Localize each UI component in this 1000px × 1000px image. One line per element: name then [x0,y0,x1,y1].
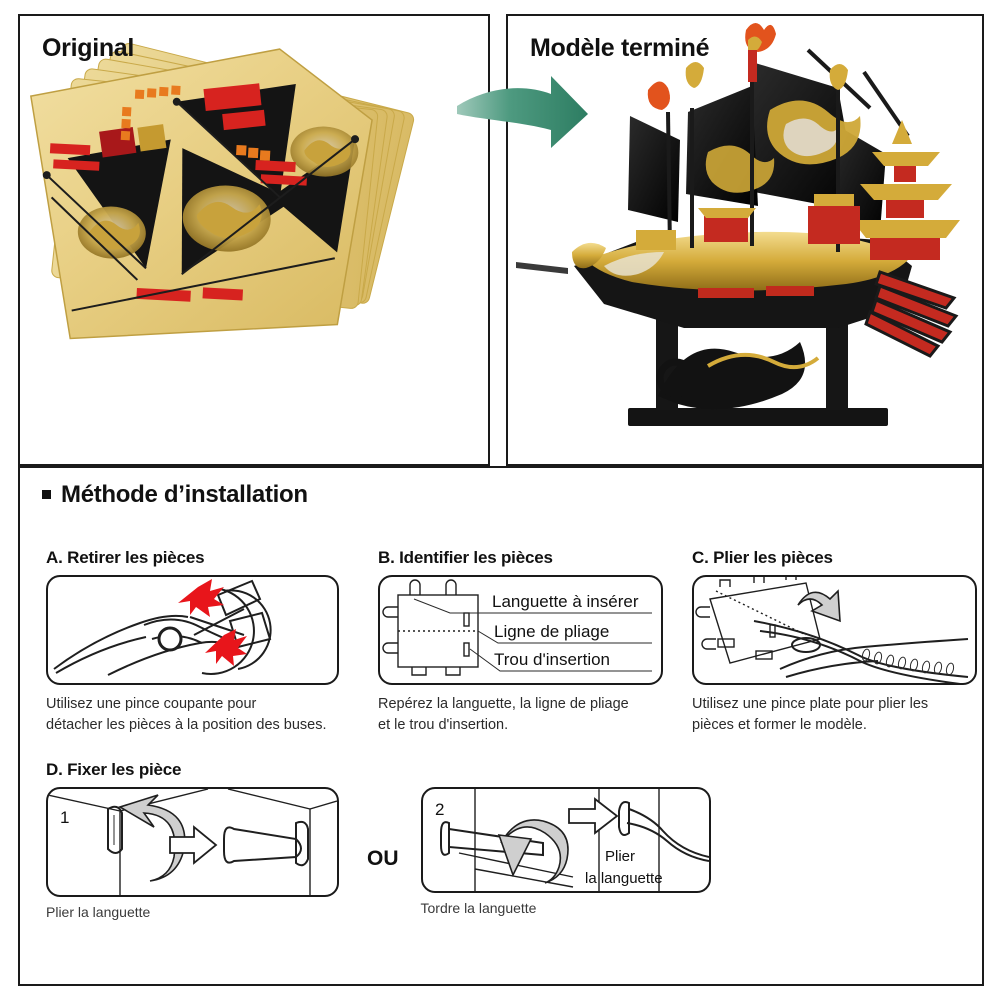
panel-instructions: Méthode d’installation [18,466,984,986]
panel-finished: Modèle terminé [506,14,984,466]
instructions-heading: Méthode d’installation [42,481,308,509]
step-d-option-1-caption: Plier la languette [46,904,151,920]
panel-finished-title: Modèle terminé [530,34,710,62]
step-d-title: D. Fixer les pièce [46,760,182,779]
flat-pliers-icon [695,577,969,683]
ship-hull [516,231,912,328]
step-d-option-2-inline-label-2: la languette [585,870,663,887]
step-d: D. Fixer les pièce 1 [46,760,946,922]
step-c: C. Plier les pièces [692,548,984,735]
ship-stand [628,312,888,426]
callout-label-0: Languette à insérer [492,592,639,611]
square-bullet-icon [42,489,51,499]
finished-ship-photo [516,23,960,426]
step-d-option-2-caption: Tordre la languette [420,900,537,916]
step-b: B. Identifier les pièces [378,548,668,735]
callout-label-2: Trou d'insertion [494,650,610,669]
step-d-option-2: 2 [420,787,711,918]
step-d-option-2-number: 2 [435,800,444,819]
part-callout-diagram: Languette à insérer Ligne de pliage Trou… [382,579,652,676]
step-c-title: C. Plier les pièces [692,548,833,567]
step-d-option-2-inline-label-1: Plier [605,848,635,865]
panel-original: Original [18,14,490,466]
callout-label-1: Ligne de pliage [494,622,609,641]
step-d-option-1: 1 Plier la languette [46,787,339,922]
stern-pagoda [852,120,960,260]
step-b-title: B. Identifier les pièces [378,548,553,567]
step-b-figure: Languette à insérer Ligne de pliage Trou… [378,575,663,685]
twist-tab-diagram: 2 [435,789,709,891]
step-a-title: A. Retirer les pièces [46,548,205,567]
fold-tab-diagram: 1 [48,789,337,895]
step-a: A. Retirer les pièces [46,548,346,735]
instructions-heading-text: Méthode d’installation [61,481,308,508]
step-a-caption: Utilisez une pince coupante pour détache… [46,696,327,733]
step-c-caption: Utilisez une pince plate pour plier les … [692,696,929,733]
cutting-pliers-icon [53,579,272,676]
step-b-caption: Repérez la languette, la ligne de pliage… [378,696,629,733]
step-c-figure [692,575,977,685]
step-d-option-2-figure: 2 [420,787,711,893]
or-separator-label: OU [367,847,399,870]
step-d-option-1-number: 1 [60,808,69,827]
metal-sheets-photo [29,42,415,340]
step-a-figure [46,575,339,685]
panel-original-title: Original [42,34,135,62]
step-d-option-1-figure: 1 [46,787,339,897]
